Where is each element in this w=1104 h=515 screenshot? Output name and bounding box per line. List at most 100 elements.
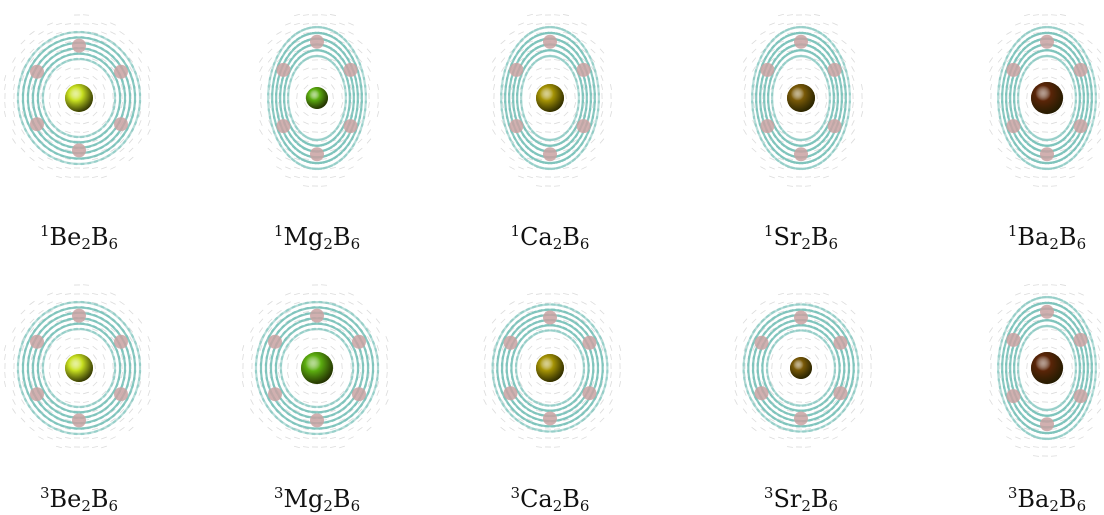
boron-count: 6 (351, 235, 361, 253)
boron-atom (833, 336, 847, 350)
molecule-panel (947, 268, 1104, 468)
metal-symbol: Be (49, 223, 81, 251)
boron-atom (352, 335, 366, 349)
metal-count: 2 (1049, 235, 1059, 253)
molecule-label: 3Sr2B6 (721, 484, 881, 515)
molecule-panel (0, 268, 179, 468)
metal-atom-shading (1031, 352, 1063, 384)
boron-atom (114, 335, 128, 349)
boron-symbol: B (562, 485, 580, 513)
boron-atom (577, 119, 591, 133)
molecule-panel (450, 268, 650, 468)
boron-atom (114, 65, 128, 79)
boron-count: 6 (109, 235, 119, 253)
current-density-plot (0, 268, 179, 468)
metal-symbol: Sr (773, 485, 801, 513)
boron-count: 6 (829, 235, 839, 253)
boron-atom (794, 411, 808, 425)
current-density-plot (701, 268, 901, 468)
boron-atom (30, 387, 44, 401)
boron-atom (310, 35, 324, 49)
metal-symbol: Ba (1017, 223, 1049, 251)
boron-atom (509, 119, 523, 133)
boron-atom (310, 147, 324, 161)
boron-symbol: B (333, 223, 351, 251)
metal-count: 2 (553, 497, 563, 515)
metal-atom-shading (65, 84, 93, 112)
molecule-label: 1Be2B6 (0, 222, 159, 253)
boron-atom (1074, 389, 1088, 403)
boron-atom (276, 119, 290, 133)
current-density-plot (217, 0, 417, 198)
spin-multiplicity: 3 (764, 484, 774, 502)
boron-atom (543, 411, 557, 425)
boron-atom (30, 117, 44, 131)
molecule-label: 3Be2B6 (0, 484, 159, 515)
metal-atom-shading (536, 84, 564, 112)
boron-atom (1040, 305, 1054, 319)
metal-count: 2 (801, 497, 811, 515)
molecule-panel (0, 0, 179, 198)
metal-count: 2 (323, 235, 333, 253)
boron-atom (276, 63, 290, 77)
boron-atom (1006, 333, 1020, 347)
metal-symbol: Sr (773, 223, 801, 251)
metal-count: 2 (801, 235, 811, 253)
boron-atom (833, 386, 847, 400)
boron-atom (504, 386, 518, 400)
boron-atom (794, 311, 808, 325)
molecule-panel (450, 0, 650, 198)
boron-symbol: B (811, 485, 829, 513)
boron-atom (114, 117, 128, 131)
metal-count: 2 (1049, 497, 1059, 515)
spin-multiplicity: 1 (764, 222, 774, 240)
molecule-label: 1Sr2B6 (721, 222, 881, 253)
boron-atom (755, 336, 769, 350)
molecule-label: 3Ba2B6 (967, 484, 1104, 515)
boron-symbol: B (1059, 223, 1077, 251)
molecule-panel (217, 268, 417, 468)
boron-atom (114, 387, 128, 401)
current-density-plot (450, 0, 650, 198)
boron-count: 6 (351, 497, 361, 515)
boron-atom (760, 63, 774, 77)
boron-symbol: B (91, 223, 109, 251)
current-density-plot (947, 268, 1104, 468)
metal-atom-shading (1031, 82, 1063, 114)
boron-atom (543, 35, 557, 49)
current-density-plot (450, 268, 650, 468)
boron-atom (760, 119, 774, 133)
molecule-label: 1Ba2B6 (967, 222, 1104, 253)
spin-multiplicity: 3 (1008, 484, 1018, 502)
metal-symbol: Ca (520, 485, 553, 513)
boron-count: 6 (109, 497, 119, 515)
molecule-panel (701, 0, 901, 198)
boron-symbol: B (91, 485, 109, 513)
boron-atom (344, 63, 358, 77)
boron-atom (582, 336, 596, 350)
boron-atom (72, 143, 86, 157)
metal-symbol: Ba (1017, 485, 1049, 513)
boron-atom (310, 413, 324, 427)
boron-atom (794, 147, 808, 161)
boron-count: 6 (580, 497, 590, 515)
metal-atom-shading (301, 352, 333, 384)
boron-atom (755, 386, 769, 400)
molecule-panel (217, 0, 417, 198)
boron-symbol: B (562, 223, 580, 251)
boron-atom (1040, 35, 1054, 49)
metal-atom-shading (536, 354, 564, 382)
molecule-panel (701, 268, 901, 468)
boron-atom (1040, 417, 1054, 431)
boron-atom (1006, 389, 1020, 403)
metal-count: 2 (323, 497, 333, 515)
boron-atom (828, 63, 842, 77)
boron-atom (1074, 333, 1088, 347)
molecule-label: 1Mg2B6 (237, 222, 397, 253)
boron-atom (268, 387, 282, 401)
boron-atom (1074, 63, 1088, 77)
boron-atom (543, 147, 557, 161)
boron-atom (344, 119, 358, 133)
metal-atom-shading (306, 87, 328, 109)
boron-symbol: B (1059, 485, 1077, 513)
